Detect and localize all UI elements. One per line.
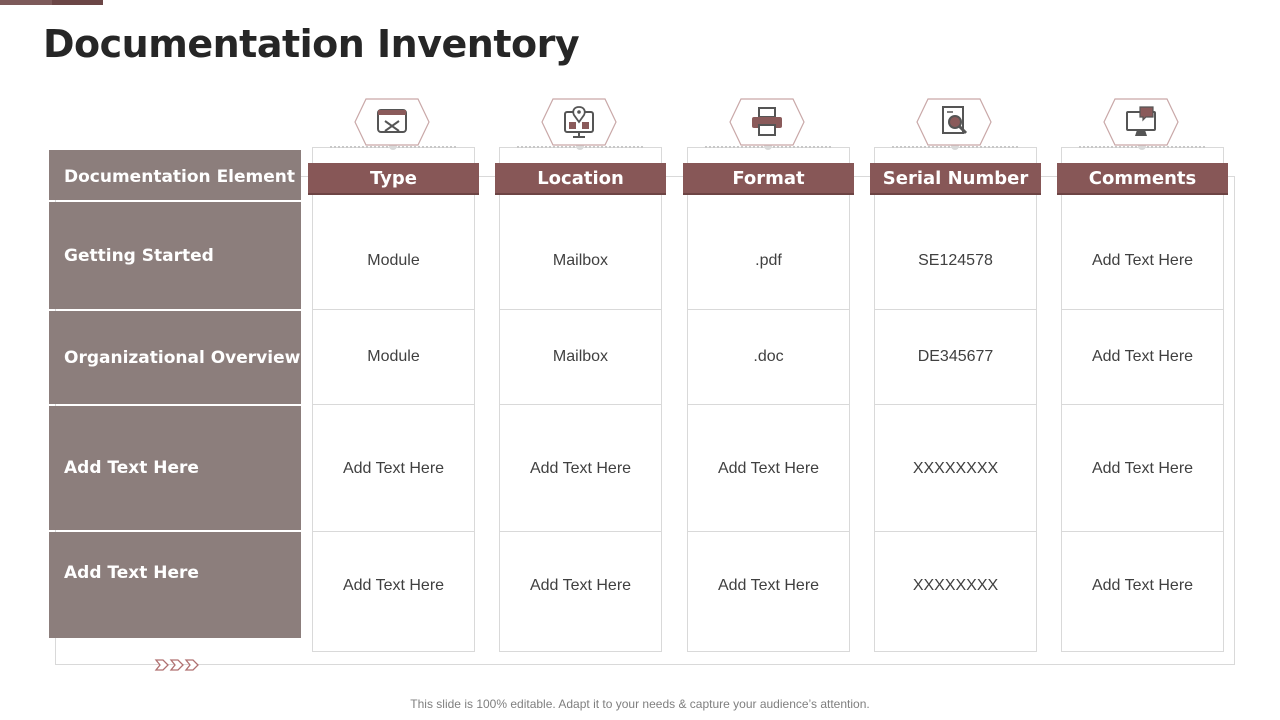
arrow-chevrons-icon xyxy=(154,657,202,673)
table-cell: Add Text Here xyxy=(1091,460,1194,477)
connector-dot xyxy=(576,142,584,150)
table-cell: Add Text Here xyxy=(342,577,445,594)
column-header: Serial Number xyxy=(870,163,1041,195)
row-label-getting-started: Getting Started xyxy=(49,202,301,309)
row-divider xyxy=(1061,309,1224,310)
row-label-text: Add Text Here xyxy=(64,458,199,478)
table-cell: XXXXXXXX xyxy=(912,577,999,594)
table-cell: .doc xyxy=(753,348,784,365)
top-accent-bar-dark xyxy=(52,0,103,5)
table-cell: Add Text Here xyxy=(1091,252,1194,269)
table-cell: Add Text Here xyxy=(529,460,632,477)
column-header: Type xyxy=(308,163,479,195)
row-label-text: Getting Started xyxy=(64,246,214,266)
connector-dot xyxy=(764,142,772,150)
table-cell: Add Text Here xyxy=(1091,577,1194,594)
connector-dot xyxy=(389,142,397,150)
map-pin-icon xyxy=(541,98,617,146)
column-box xyxy=(687,147,850,652)
row-divider xyxy=(874,531,1037,532)
table-cell: Add Text Here xyxy=(717,577,820,594)
top-accent-bar xyxy=(0,0,103,5)
table-cell: .pdf xyxy=(755,252,782,269)
row-label-3: Add Text Here xyxy=(49,406,301,530)
table-cell: XXXXXXXX xyxy=(912,460,999,477)
row-header-text: Documentation Element xyxy=(64,167,296,187)
folder-tools-icon xyxy=(354,98,430,146)
row-divider xyxy=(687,309,850,310)
table-cell: Add Text Here xyxy=(1091,348,1194,365)
row-divider xyxy=(312,309,475,310)
row-divider xyxy=(312,404,475,405)
row-divider xyxy=(499,309,662,310)
row-divider xyxy=(687,404,850,405)
document-search-icon xyxy=(916,98,992,146)
column-header: Location xyxy=(495,163,666,195)
table-cell: Mailbox xyxy=(552,348,609,365)
row-divider xyxy=(312,531,475,532)
row-divider xyxy=(499,531,662,532)
row-divider xyxy=(687,531,850,532)
table-cell: Module xyxy=(367,252,420,269)
row-label-text: Organizational Overview xyxy=(64,348,301,368)
row-divider xyxy=(1061,531,1224,532)
table-cell: SE124578 xyxy=(918,252,993,269)
footer-note: This slide is 100% editable. Adapt it to… xyxy=(410,697,870,711)
column-header: Format xyxy=(683,163,854,195)
row-labels: Documentation Element Getting Started Or… xyxy=(49,150,301,638)
column-box xyxy=(1061,147,1224,652)
row-divider xyxy=(1061,404,1224,405)
connector-dot xyxy=(1138,142,1146,150)
table-cell: DE345677 xyxy=(917,348,994,365)
column-box xyxy=(874,147,1037,652)
row-divider xyxy=(499,404,662,405)
column-box xyxy=(312,147,475,652)
row-divider xyxy=(874,309,1037,310)
column-header: Comments xyxy=(1057,163,1228,195)
row-label-4: Add Text Here xyxy=(49,532,301,638)
row-divider xyxy=(874,404,1037,405)
page-title: Documentation Inventory xyxy=(43,22,580,66)
table-cell: Mailbox xyxy=(552,252,609,269)
row-label-organizational-overview: Organizational Overview xyxy=(49,311,301,404)
row-header-label: Documentation Element xyxy=(49,150,301,200)
monitor-chat-icon xyxy=(1103,98,1179,146)
row-label-text: Add Text Here xyxy=(64,563,199,583)
column-box xyxy=(499,147,662,652)
table-cell: Add Text Here xyxy=(529,577,632,594)
table-cell: Add Text Here xyxy=(717,460,820,477)
table-cell: Module xyxy=(367,348,420,365)
printer-icon xyxy=(729,98,805,146)
connector-dot xyxy=(951,142,959,150)
table-cell: Add Text Here xyxy=(342,460,445,477)
